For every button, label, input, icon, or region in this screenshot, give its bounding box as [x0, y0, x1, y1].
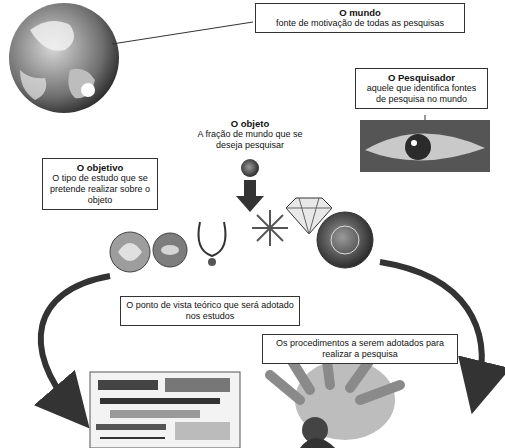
- node-text: O tipo de estudo que se pretende realiza…: [48, 173, 152, 205]
- node-text: fonte de motivação de todas as pesquisas: [261, 18, 459, 29]
- concept-box: O ponto de vista teórico que será adotad…: [120, 296, 300, 326]
- theory-collage: [90, 372, 240, 448]
- curved-arrow: [380, 262, 482, 388]
- node-text: Os procedimentos a serem adotados para r…: [268, 338, 452, 360]
- leader-line: [112, 22, 253, 44]
- node-title: O mundo: [261, 7, 459, 18]
- node-title: O Pesquisador: [361, 72, 482, 83]
- concept-box: O objetivoO tipo de estudo que se preten…: [42, 158, 158, 210]
- node-text: O ponto de vista teórico que será adotad…: [126, 300, 294, 322]
- object-globe: [241, 159, 259, 177]
- node-text: A fração de mundo que se deseja pesquisa…: [193, 129, 307, 151]
- down-arrow: [236, 180, 264, 212]
- leader-line: [425, 115, 426, 120]
- concept-box: Os procedimentos a serem adotados para r…: [262, 334, 458, 364]
- eye-picture: [360, 120, 490, 172]
- concept-box: O mundofonte de motivação de todas as pe…: [255, 3, 465, 33]
- globe-picture: [9, 3, 119, 113]
- node-title: O objeto: [193, 118, 307, 129]
- concept-label: O objetoA fração de mundo que se deseja …: [188, 115, 312, 154]
- node-text: aquele que identifica fontes de pesquisa…: [361, 83, 482, 105]
- concept-box: O Pesquisadoraquele que identifica fonte…: [355, 68, 488, 109]
- node-title: O objetivo: [48, 162, 152, 173]
